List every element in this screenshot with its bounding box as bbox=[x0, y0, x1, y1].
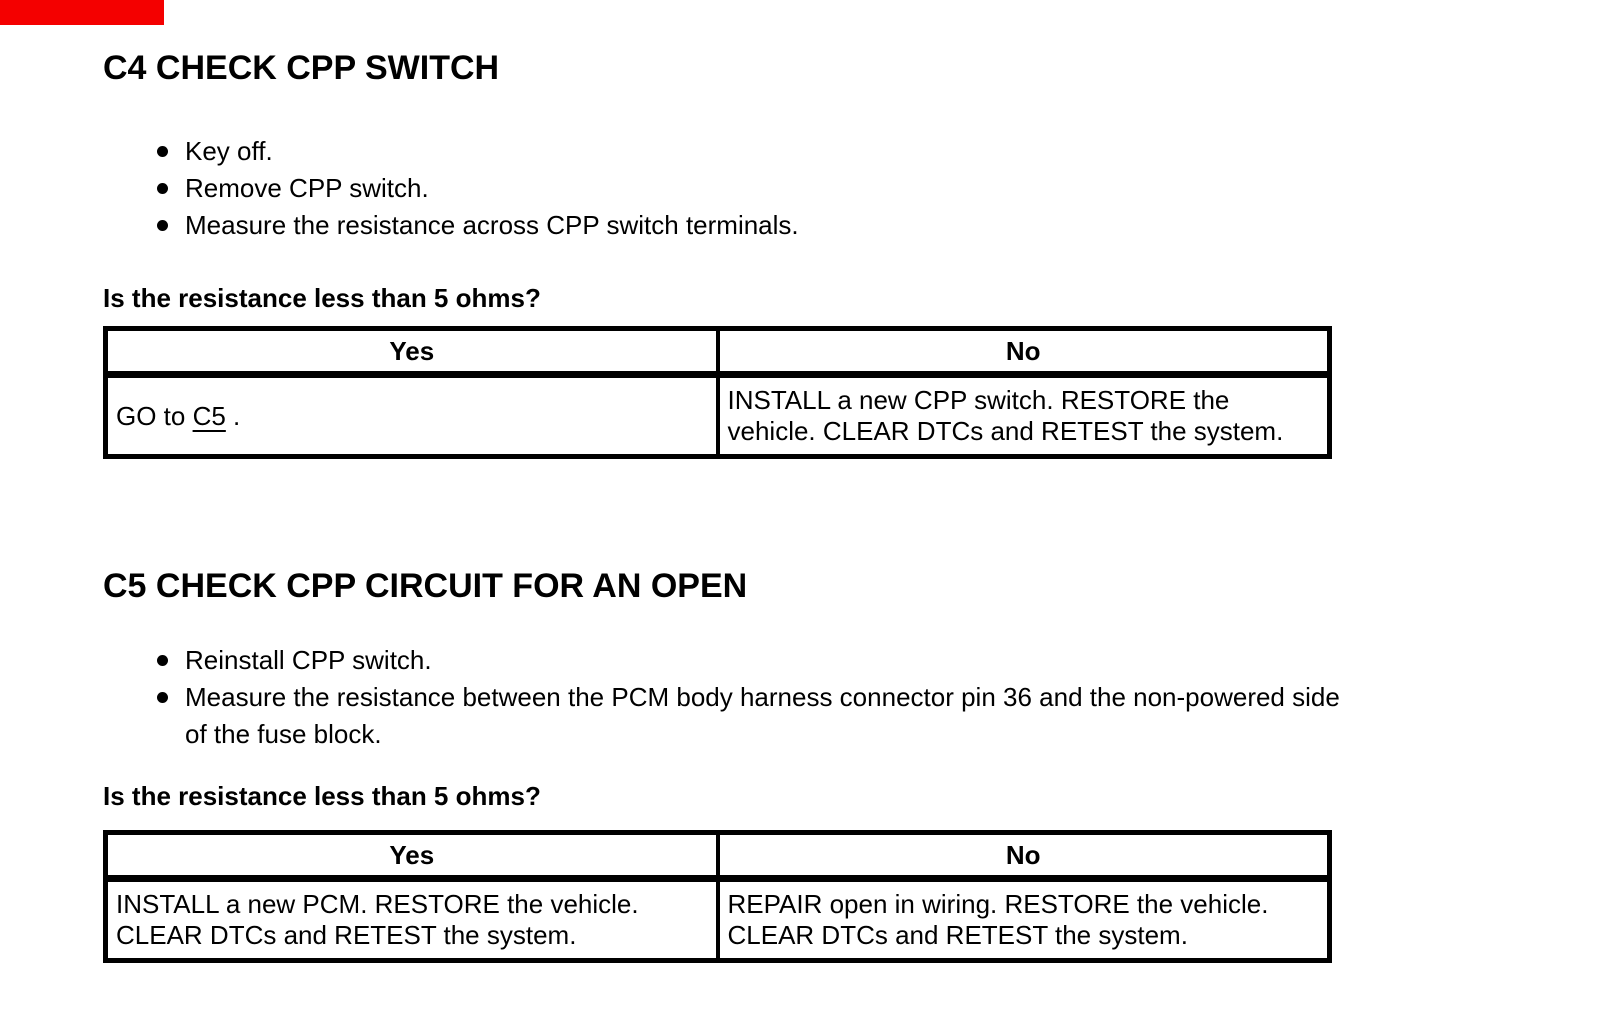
bullet-item: Measure the resistance across CPP switch… bbox=[103, 207, 1433, 244]
c5-bullet-list: Reinstall CPP switch. Measure the resist… bbox=[103, 642, 1433, 753]
go-to-text: GO to bbox=[116, 400, 193, 431]
red-marker bbox=[0, 0, 164, 25]
c4-bullet-list: Key off. Remove CPP switch. Measure the … bbox=[103, 133, 1433, 244]
c5-question: Is the resistance less than 5 ohms? bbox=[103, 781, 541, 811]
bullet-item: Measure the resistance between the PCM b… bbox=[103, 679, 1433, 753]
c4-decision-table: Yes No GO to C5 . INSTALL a new CPP swit… bbox=[103, 326, 1332, 459]
c5-yes-column-header: Yes bbox=[105, 832, 718, 882]
section-c4: C4 CHECK CPP SWITCH bbox=[103, 50, 499, 86]
c5-decision-table: Yes No INSTALL a new PCM. RESTORE the ve… bbox=[103, 830, 1332, 963]
section-c4-title: C4 CHECK CPP SWITCH bbox=[103, 49, 500, 87]
section-c5: C5 CHECK CPP CIRCUIT FOR AN OPEN bbox=[103, 568, 747, 604]
c5-link[interactable]: C5 bbox=[192, 400, 226, 431]
go-to-suffix: . bbox=[225, 400, 241, 431]
c5-no-column-header: No bbox=[715, 832, 1330, 882]
c4-yes-result-cell: GO to C5 . bbox=[106, 375, 718, 457]
c4-yes-column-header: Yes bbox=[105, 328, 718, 378]
bullet-item: Reinstall CPP switch. bbox=[103, 642, 1433, 679]
c4-question: Is the resistance less than 5 ohms? bbox=[103, 283, 541, 313]
c5-no-result-cell: REPAIR open in wiring. RESTORE the vehic… bbox=[715, 878, 1330, 961]
section-c5-title: C5 CHECK CPP CIRCUIT FOR AN OPEN bbox=[103, 567, 748, 605]
bullet-item: Key off. bbox=[103, 133, 1433, 170]
c4-no-result-cell: INSTALL a new CPP switch. RESTORE the ve… bbox=[715, 374, 1330, 457]
bullet-item: Remove CPP switch. bbox=[103, 170, 1433, 207]
c5-yes-result-cell: INSTALL a new PCM. RESTORE the vehicle. … bbox=[116, 889, 639, 950]
c4-no-column-header: No bbox=[715, 328, 1330, 378]
